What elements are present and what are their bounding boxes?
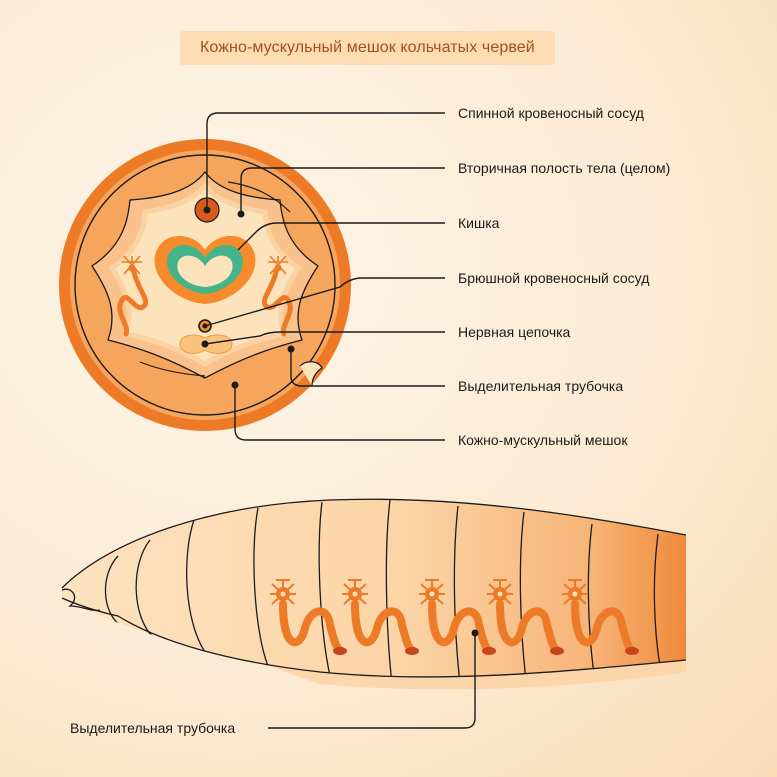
cross-section — [59, 139, 351, 431]
leader-worm-nephridium — [268, 633, 476, 729]
diagram-title: Кожно-мускульный мешок кольчатых червей — [180, 31, 555, 65]
label-worm-nephridium: Выделительная трубочка — [70, 720, 236, 736]
label-nephridium: Выделительная трубочка — [458, 378, 624, 394]
label-muscle-sac: Кожно-мускульный мешок — [458, 432, 628, 448]
leader-lines — [204, 112, 445, 441]
worm-nephridia — [270, 579, 639, 655]
leader-dorsal-vessel — [206, 112, 445, 210]
label-dorsal-vessel: Спинной кровеносный сосуд — [458, 105, 644, 121]
label-coelom: Вторичная полость тела (целом) — [458, 160, 671, 176]
label-ventral-vessel: Брюшной кровеносный сосуд — [458, 270, 650, 286]
leader-coelom — [240, 167, 445, 214]
label-gut: Кишка — [458, 215, 500, 231]
left-nephridium — [117, 255, 149, 337]
leader-dots — [201, 206, 295, 389]
leader-muscle-sac — [234, 385, 445, 441]
leader-nerve-chain — [204, 331, 445, 345]
label-nerve-chain: Нервная цепочка — [458, 324, 571, 340]
leader-ventral-vessel — [204, 277, 445, 327]
worm-segments — [104, 499, 661, 677]
leader-nephridium — [290, 349, 445, 387]
worm-body — [61, 498, 687, 690]
right-nephridium — [261, 255, 293, 337]
leader-gut — [237, 222, 445, 251]
